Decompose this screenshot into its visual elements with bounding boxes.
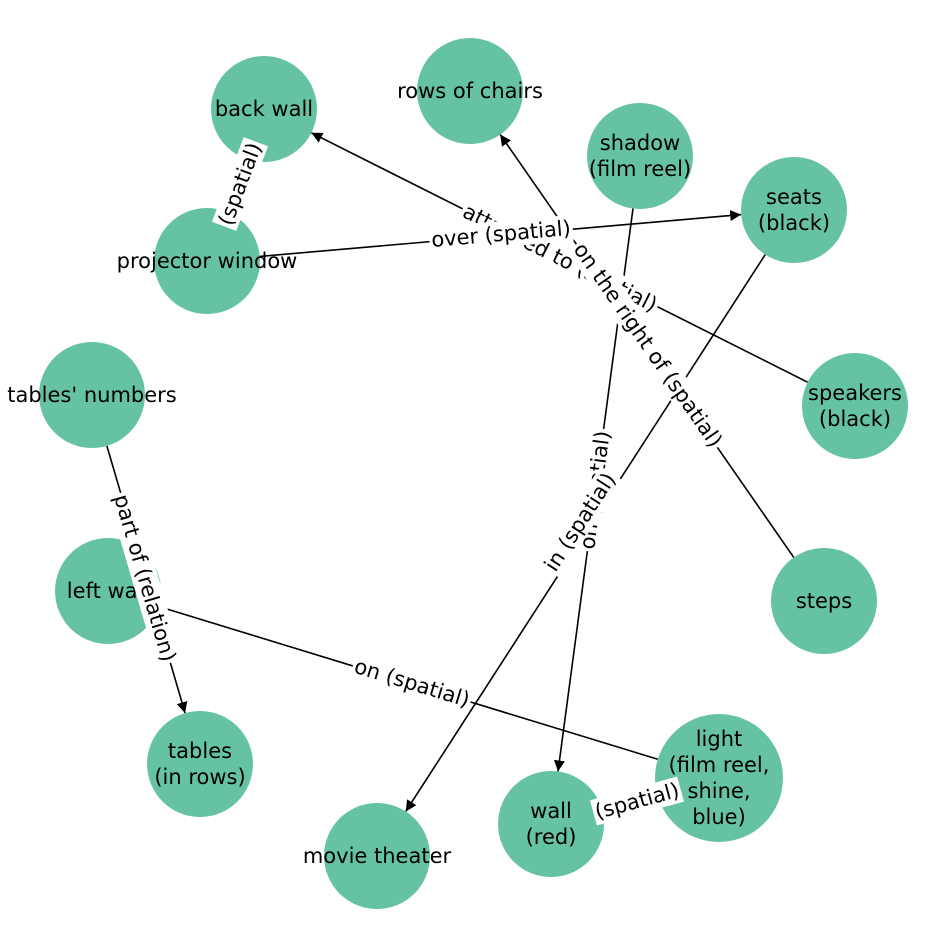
node-circle	[39, 342, 145, 448]
node-projector-window[interactable]: projector window	[117, 208, 298, 314]
node-circle	[211, 56, 317, 162]
edge-label-background	[566, 236, 730, 454]
node-tables[interactable]: tables(in rows)	[147, 711, 253, 817]
node-tables-numbers[interactable]: tables' numbers	[7, 342, 177, 448]
node-speakers[interactable]: speakers(black)	[802, 353, 908, 459]
node-label-line: (black)	[758, 211, 830, 235]
node-circle	[417, 38, 523, 144]
node-label-line: wall	[530, 799, 572, 823]
node-label: tables' numbers	[7, 383, 176, 407]
node-label-line: back wall	[215, 97, 313, 121]
node-label: shadow(film reel)	[589, 131, 691, 181]
node-label-line: steps	[796, 589, 852, 613]
node-label-line: (in rows)	[154, 765, 245, 789]
node-seats[interactable]: seats(black)	[741, 157, 847, 263]
edge-label-left-wall-to-light: on (spatial)	[349, 652, 475, 714]
node-label: projector window	[117, 249, 298, 273]
nodes-layer: back wall rows of chairs shadow(film reel)…	[7, 38, 908, 909]
node-label-line: shadow	[600, 131, 680, 155]
edge-label-background	[349, 652, 475, 714]
node-steps[interactable]: steps	[771, 548, 877, 654]
node-rows-of-chairs[interactable]: rows of chairs	[397, 38, 543, 144]
node-label-line: rows of chairs	[397, 79, 543, 103]
node-circle	[498, 771, 604, 877]
node-shadow[interactable]: shadow(film reel)	[587, 103, 693, 209]
node-label: seats(black)	[758, 185, 830, 235]
node-label-line: tables' numbers	[7, 383, 176, 407]
node-label-line: projector window	[117, 249, 298, 273]
node-label-line: light	[696, 727, 743, 751]
edge-label-steps-to-rows-of-chairs: on the right of (spatial)	[566, 236, 730, 454]
edge-label-background	[107, 489, 183, 667]
node-label: back wall	[215, 97, 313, 121]
node-label-line: shine,	[688, 779, 751, 803]
node-label-line: (black)	[819, 407, 891, 431]
node-label-line: movie theater	[303, 844, 452, 868]
edge-label-background	[537, 466, 623, 578]
node-label: light(film reel,shine,blue)	[669, 727, 770, 829]
node-back-wall[interactable]: back wall	[211, 56, 317, 162]
node-label-line: blue)	[692, 805, 746, 829]
node-label: steps	[796, 589, 852, 613]
node-movie-theater[interactable]: movie theater	[303, 803, 452, 909]
node-label: wall(red)	[526, 799, 577, 849]
node-label: movie theater	[303, 844, 452, 868]
edge-label-seats-to-movie-theater: in (spatial)	[537, 466, 623, 578]
node-circle	[771, 548, 877, 654]
edge-label-projector-window-to-back-wall: (spatial)	[211, 137, 269, 231]
node-label-line: tables	[168, 739, 232, 763]
node-label: rows of chairs	[397, 79, 543, 103]
edge-label-text: in (spatial)	[540, 468, 621, 575]
edge-label-background	[211, 137, 269, 231]
node-label-line: seats	[766, 185, 822, 209]
node-label-line: (film reel)	[589, 157, 691, 181]
edge-label-text: on the right of (spatial)	[569, 238, 727, 451]
node-light[interactable]: light(film reel,shine,blue)	[655, 714, 783, 842]
node-wall-red[interactable]: wall(red)	[498, 771, 604, 877]
edge-label-text: (spatial)	[214, 139, 267, 228]
node-label: speakers(black)	[808, 381, 902, 431]
node-circle	[154, 208, 260, 314]
node-label: tables(in rows)	[154, 739, 245, 789]
node-label-line: speakers	[808, 381, 902, 405]
node-circle	[324, 803, 430, 909]
node-circle	[147, 711, 253, 817]
node-circle	[655, 714, 783, 842]
node-circle	[802, 353, 908, 459]
node-label-line: (film reel,	[669, 753, 770, 777]
edge-label-background	[590, 776, 684, 826]
node-circle	[741, 157, 847, 263]
node-circle	[587, 103, 693, 209]
edge-label-background	[428, 214, 574, 254]
node-label-line: (red)	[526, 825, 577, 849]
